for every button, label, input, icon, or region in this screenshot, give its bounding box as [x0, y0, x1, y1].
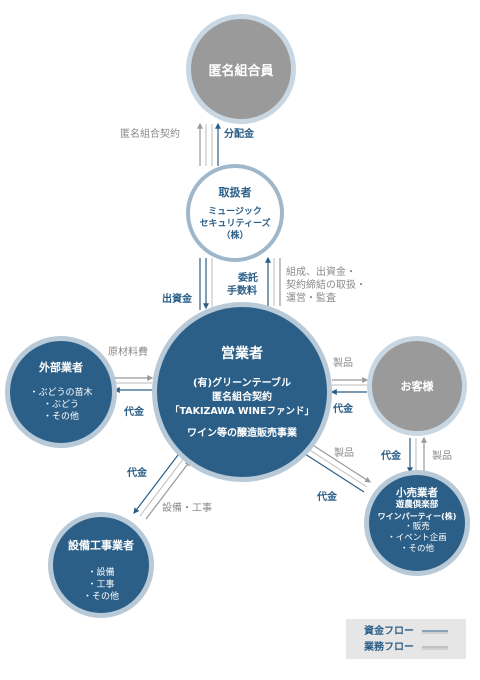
label-anon-contract: 匿名組合契約 [120, 129, 180, 140]
external-item-2: ・ぶどう [42, 400, 79, 410]
retailer-item-2: ・イベント企画 [387, 533, 447, 543]
equipment-title: 設備工事業者 [68, 539, 134, 552]
retailer-line-1: 遊農倶楽部 [395, 500, 439, 510]
label-investment: 出資金 [162, 294, 192, 305]
node-operator: 営業者 (有)グリーンテーブル 匿名組合契約 「TAKIZAWA WINEファン… [152, 302, 332, 482]
label-commission-1: 委託 [238, 273, 258, 284]
legend-business-label: 業務フロー [364, 642, 414, 653]
equipment-item-2: ・工事 [87, 580, 115, 590]
label-product-retailer-up: 製品 [432, 451, 452, 462]
retailer-item-3: ・その他 [399, 544, 434, 554]
node-external: 外部業者 ・ぶどうの苗木 ・ぶどう ・その他 [5, 336, 117, 448]
label-handling-1: 組成、出資金・ [286, 267, 356, 278]
customer-title: お客様 [400, 380, 434, 393]
label-price-retailer: 代金 [317, 492, 337, 503]
handler-line-3: （株） [221, 231, 249, 241]
retailer-item-1: ・販売 [404, 522, 430, 532]
flow-equipment-work-arrow [145, 460, 191, 520]
legend-money-line [422, 630, 448, 634]
label-distribution: 分配金 [224, 129, 254, 140]
label-material-cost: 原材料費 [108, 347, 148, 358]
equipment-item-1: ・設備 [87, 568, 115, 578]
label-price-external: 代金 [124, 407, 144, 418]
operator-title: 営業者 [221, 346, 263, 362]
operator-line-4: ワイン等の醸造販売事業 [187, 428, 297, 439]
equipment-item-3: ・その他 [82, 592, 119, 602]
legend-business-line [422, 646, 448, 650]
external-item-3: ・その他 [42, 412, 79, 422]
operator-line-1: (有)グリーンテーブル [192, 378, 292, 389]
external-title: 外部業者 [39, 361, 83, 374]
anon-member-title: 匿名組合員 [208, 63, 274, 79]
node-equipment: 設備工事業者 ・設備 ・工事 ・その他 [48, 512, 154, 618]
flow-price-equipment-arrow [133, 454, 179, 514]
retailer-line-2: ワインパーティー(株) [377, 512, 457, 521]
label-price-customer: 代金 [333, 404, 353, 415]
label-product-retailer: 製品 [334, 448, 354, 459]
label-handling-2: 契約締結の取扱・ [286, 280, 366, 291]
handler-line-1: ミュージック [208, 207, 262, 217]
operator-line-3: 「TAKIZAWA WINEファンド」 [170, 406, 314, 417]
label-price-equipment: 代金 [127, 468, 147, 479]
external-item-1: ・ぶどうの苗木 [29, 388, 93, 398]
label-price-retailer-up: 代金 [381, 451, 401, 462]
label-product-customer: 製品 [333, 358, 353, 369]
flow-price-retailer-arrow [300, 451, 365, 493]
label-commission-2: 手数料 [227, 286, 257, 297]
node-anon-member: 匿名組合員 [186, 14, 296, 124]
legend: 資金フロー 業務フロー [346, 619, 466, 659]
handler-line-2: セキュリティーズ [199, 219, 271, 229]
retailer-title: 小売業者 [396, 487, 438, 499]
node-handler: 取扱者 ミュージック セキュリティーズ （株） [186, 164, 284, 262]
node-retailer: 小売業者 遊農倶楽部 ワインパーティー(株) ・販売 ・イベント企画 ・その他 [364, 470, 470, 576]
legend-business: 業務フロー [346, 641, 466, 655]
label-handling-3: 運営・監査 [286, 293, 336, 304]
legend-money-label: 資金フロー [364, 626, 414, 637]
handler-title: 取扱者 [218, 186, 252, 199]
label-equipment-work: 設備・工事 [162, 503, 212, 514]
node-customer: お客様 [367, 336, 467, 436]
flow-product-retailer-arrow [307, 441, 372, 483]
legend-money: 資金フロー [346, 625, 466, 639]
operator-line-2: 匿名組合契約 [212, 392, 272, 403]
